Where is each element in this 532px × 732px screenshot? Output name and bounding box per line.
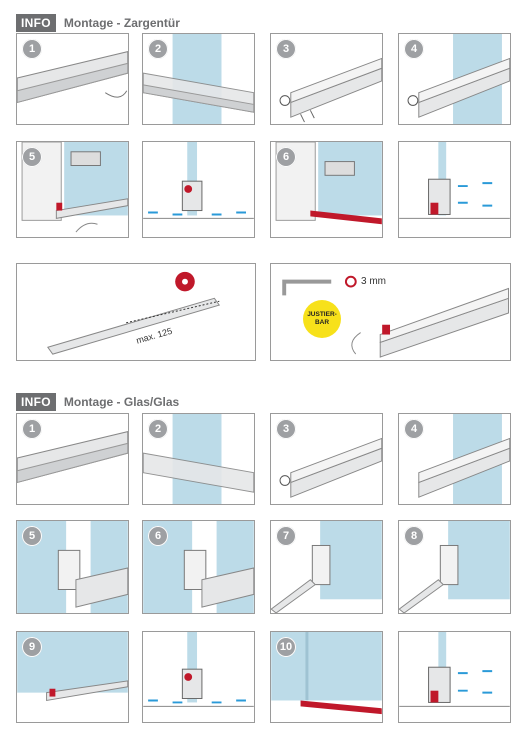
glass-corner-illustration (143, 521, 254, 613)
step-panel: 3 (270, 413, 383, 505)
step-number: 8 (404, 526, 424, 546)
step-number: 6 (276, 147, 296, 167)
step-number: 1 (22, 39, 42, 59)
step-number: 7 (276, 526, 296, 546)
section-title: Montage - Zargentür (63, 16, 180, 30)
step-panel: 1 (16, 413, 129, 505)
section-header-zargentuer: INFO Montage - Zargentür (16, 14, 180, 32)
step-panel: 6 (270, 141, 383, 238)
adjust-panel: 3 mm JUSTIER-BAR (270, 263, 511, 361)
step-panel: 4 (398, 413, 511, 505)
step-panel: 8 (398, 520, 511, 614)
door-frame-illustration (21, 142, 128, 233)
profile-illustration (17, 51, 128, 104)
rail-illustration (279, 437, 382, 498)
seal-water-deflect-illustration (399, 142, 510, 219)
justier-badge: JUSTIER-BAR (303, 300, 341, 338)
step-panel (398, 631, 511, 723)
step-number: 3 (276, 39, 296, 59)
step-number: 9 (22, 637, 42, 657)
step-panel: 5 (16, 520, 129, 614)
step-panel: 7 (270, 520, 383, 614)
step-panel: 2 (142, 33, 255, 125)
glass-profile-illustration (143, 414, 254, 504)
step-number: 2 (148, 419, 168, 439)
adjust-illustration (282, 275, 510, 358)
step-number: 3 (276, 419, 296, 439)
rail-illustration (279, 57, 382, 123)
seal-water-illustration (143, 142, 254, 219)
step-panel: 9 (16, 631, 129, 723)
seal-water-illustration (143, 632, 254, 707)
glass-hinge-illustration (271, 521, 382, 613)
step-number: 2 (148, 39, 168, 59)
cutting-panel: max. 125 (16, 263, 256, 361)
step-number: 5 (22, 526, 42, 546)
step-number: 4 (404, 419, 424, 439)
justier-line1: JUSTIER- (307, 311, 337, 318)
section-header-glas-glas: INFO Montage - Glas/Glas (16, 393, 179, 411)
step-number: 4 (404, 39, 424, 59)
rail-glass-illustration (418, 414, 510, 504)
step-panel: 4 (398, 33, 511, 125)
step-panel: 2 (142, 413, 255, 505)
profile-illustration (17, 431, 128, 484)
justier-line2: BAR (314, 319, 330, 326)
glass-profile-illustration (143, 34, 254, 124)
step-panel: 1 (16, 33, 129, 125)
info-badge: INFO (16, 14, 56, 32)
step-number: 5 (22, 147, 42, 167)
seal-water-deflect-illustration (399, 632, 510, 707)
step-number: 10 (276, 637, 296, 657)
step-panel (142, 631, 255, 723)
step-panel: 3 (270, 33, 383, 125)
step-panel: 6 (142, 520, 255, 614)
hex-size-label: 3 mm (361, 276, 386, 287)
info-badge: INFO (16, 393, 56, 411)
step-panel: 10 (270, 631, 383, 723)
step-panel: 5 (16, 141, 129, 238)
section-title: Montage - Glas/Glas (63, 395, 180, 409)
step-number: 6 (148, 526, 168, 546)
door-frame-seal-illustration (275, 142, 382, 225)
rail-glass-illustration (407, 34, 510, 124)
step-panel (398, 141, 511, 238)
step-number: 1 (22, 419, 42, 439)
step-panel (142, 141, 255, 238)
glass-hinge-illustration (399, 521, 510, 613)
cutting-illustration (47, 271, 221, 355)
